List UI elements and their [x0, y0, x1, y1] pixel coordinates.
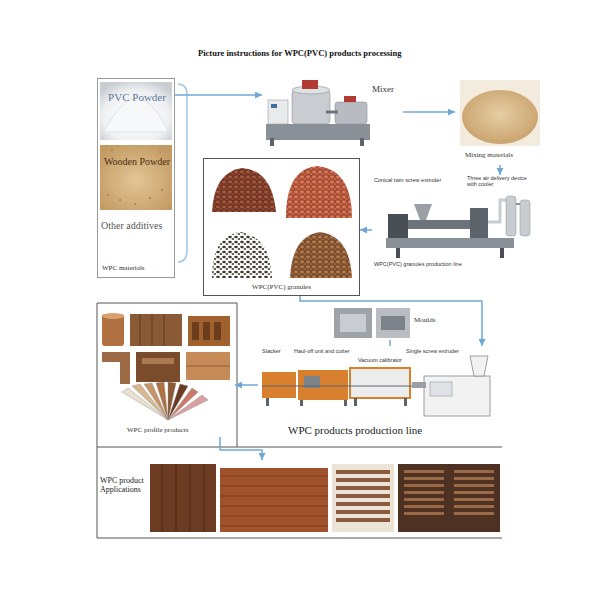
node-caption: WPC profile products — [127, 426, 231, 434]
material-label: Other additives — [101, 214, 174, 254]
flow-arrow — [499, 165, 501, 175]
node-caption: WPC product Applications — [100, 476, 148, 494]
node-caption: WPC products production line — [288, 424, 488, 437]
machine-photo: Mixer — [262, 80, 403, 148]
node-caption: Stacker — [262, 348, 292, 354]
material-photo: Mixing materials — [455, 78, 545, 165]
node-caption: Single screw extruder — [406, 348, 468, 354]
flow-arrow — [360, 229, 372, 231]
production-line-photo: StackerHaul-off unit and cutterVacuum ca… — [258, 346, 495, 442]
node-caption: Mixing materials — [465, 151, 543, 159]
node-caption: Moulds — [414, 316, 444, 324]
material-photo: Wooden Powder — [101, 146, 174, 211]
node-caption: Wooden Powder — [101, 156, 173, 168]
granules-panel: WPC(PVC) granules — [203, 158, 360, 296]
node-caption: Other additives — [101, 220, 173, 232]
diagram-title: Picture instructions for WPC(PVC) produc… — [198, 48, 401, 58]
products-panel: WPC profile products — [97, 308, 235, 437]
mould-photo: Moulds — [332, 306, 445, 340]
node-caption: Haul-off unit and cutter — [294, 348, 364, 354]
flow-arrow — [403, 111, 455, 113]
node-caption: PVC Powder — [101, 91, 173, 104]
node-caption: WPC materials — [102, 264, 172, 272]
materials-panel: WPC materials PVC PowderWooden PowderOthe… — [97, 78, 175, 278]
node-caption: Vacuum calibrator — [358, 357, 408, 363]
node-caption: WPC(PVC) granules — [204, 283, 359, 291]
applications-panel: WPC product Applications — [97, 460, 502, 535]
flow-arrow — [389, 340, 391, 346]
flow-arrow — [175, 94, 262, 96]
flow-arrow — [220, 437, 262, 460]
node-caption: Conical twin screw extruder — [374, 177, 462, 183]
flow-arrow — [300, 296, 482, 346]
flow-arrow — [235, 384, 258, 386]
node-caption: WPC(PVC) granules production line — [374, 261, 524, 267]
material-photo: PVC Powder — [101, 83, 174, 141]
machine-photo: Conical twin screw extruder Three air del… — [372, 175, 540, 272]
node-caption: Mixer — [372, 84, 402, 94]
node-caption: Three air delivery device with cooler — [467, 175, 537, 188]
